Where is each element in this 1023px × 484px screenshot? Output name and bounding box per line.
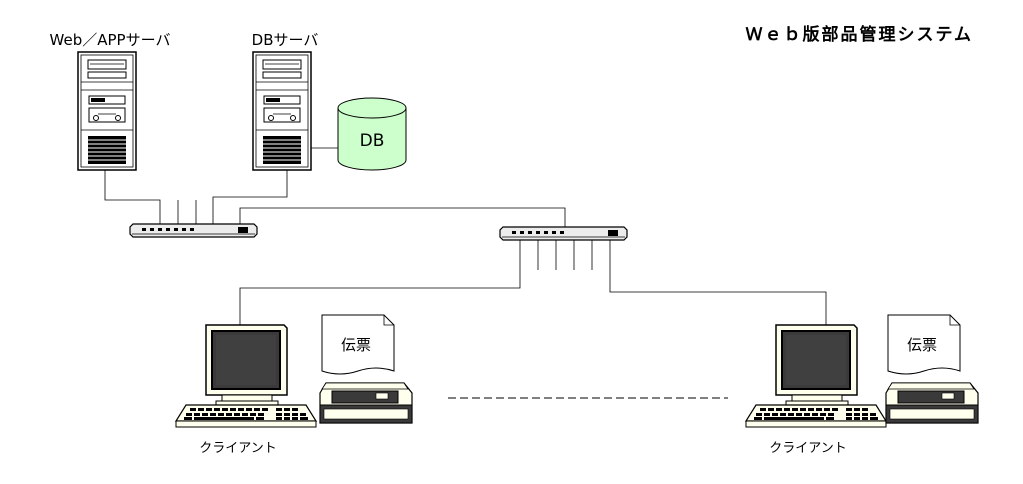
client-right-printer-icon — [885, 382, 979, 424]
client-left-slip-label: 伝票 — [341, 336, 371, 354]
client-left-label: クライアント — [199, 441, 276, 456]
client-left-printer-icon — [319, 382, 413, 424]
web-app-server-label: Web／APPサーバ — [50, 31, 171, 49]
db-server-label: DBサーバ — [252, 31, 319, 49]
web-app-server-icon — [77, 51, 137, 171]
client-left-pc-icon — [175, 324, 317, 428]
hub-1-icon — [129, 223, 258, 238]
hub-2-icon — [499, 226, 628, 241]
database-label: DB — [360, 131, 385, 151]
database-icon — [337, 97, 407, 171]
diagram-title: Ｗｅｂ版部品管理システム — [746, 24, 974, 45]
client-right-pc-icon — [745, 324, 887, 428]
client-right-slip-label: 伝票 — [907, 336, 937, 354]
db-server-icon — [252, 51, 312, 171]
network-links — [104, 147, 827, 325]
client-right-label: クライアント — [769, 441, 846, 456]
